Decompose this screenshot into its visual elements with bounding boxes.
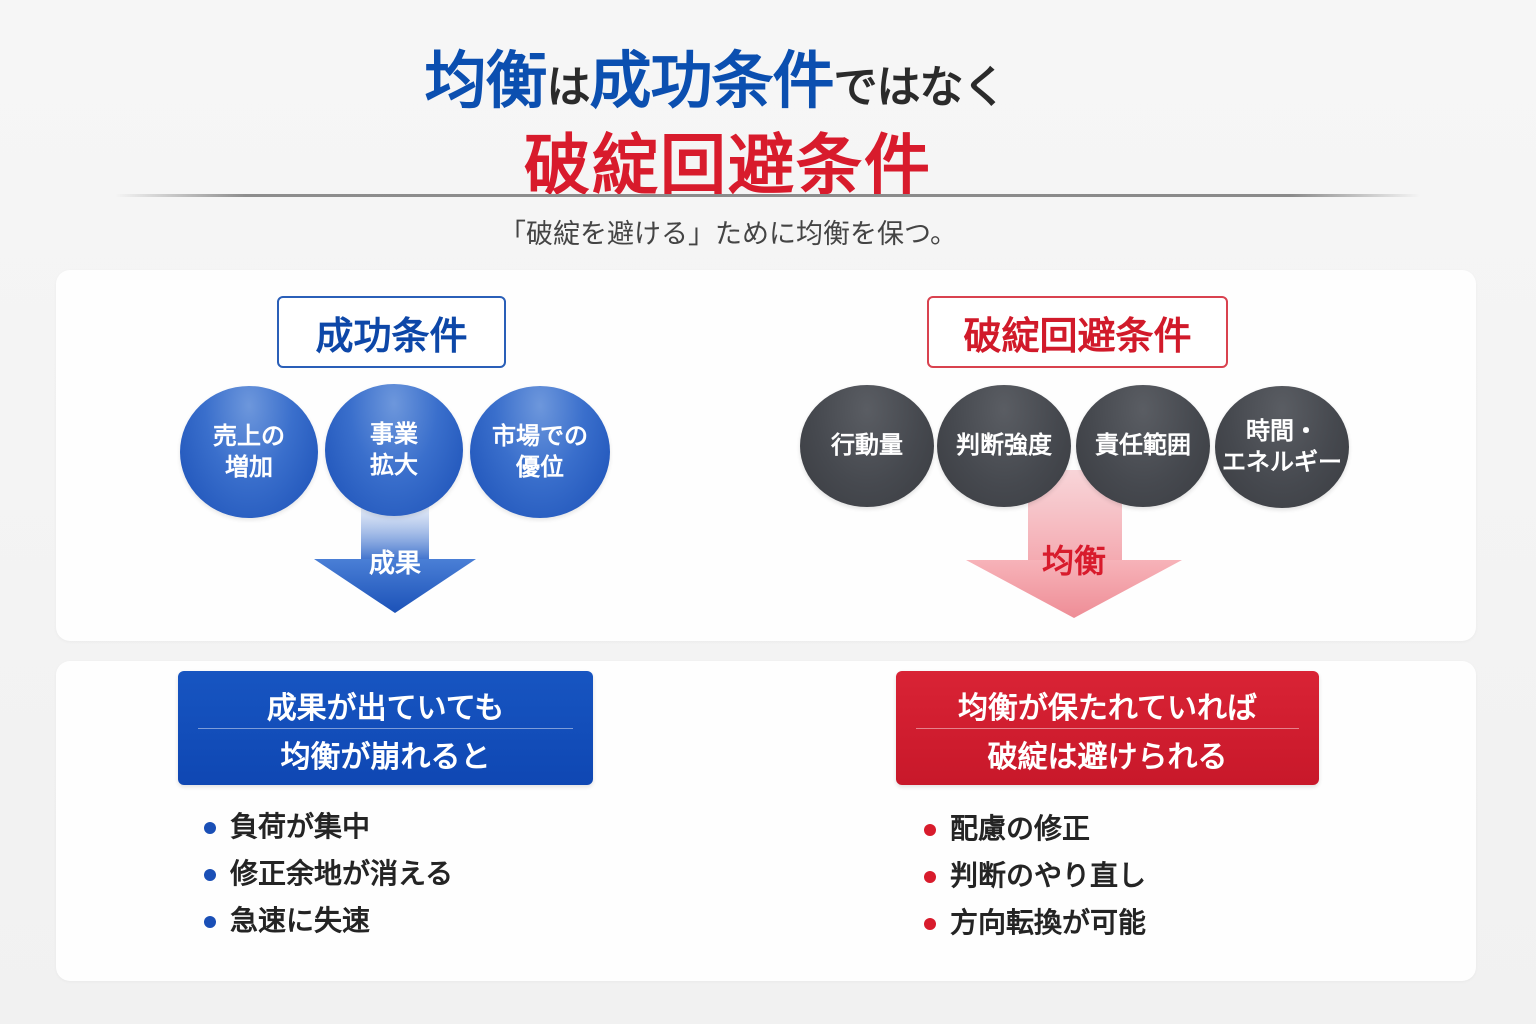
- callout-divider: [198, 728, 573, 729]
- success-condition-header: 成功条件: [277, 296, 506, 368]
- circle-sales-increase: 売上の増加: [180, 386, 318, 518]
- success-risk-list: 負荷が集中 修正余地が消える 急速に失速: [204, 803, 453, 944]
- list-item: 急速に失速: [204, 897, 453, 944]
- title-part-wa: は: [546, 62, 591, 113]
- callout-line-1: 均衡が保たれていれば: [957, 691, 1258, 726]
- bullet-dot-icon: [204, 869, 216, 881]
- callout-divider: [916, 728, 1299, 729]
- bullet-dot-icon: [204, 916, 216, 928]
- arrow-label-results: 成果: [368, 549, 421, 579]
- callout-line-2: 均衡が崩れると: [280, 740, 491, 775]
- bullet-dot-icon: [924, 871, 936, 883]
- callout-line-1: 成果が出ていても: [266, 691, 505, 726]
- bullet-dot-icon: [924, 824, 936, 836]
- list-item: 負荷が集中: [204, 803, 453, 850]
- bullet-dot-icon: [924, 918, 936, 930]
- subtitle: 「破綻を避ける」ために均衡を保つ。: [499, 219, 957, 250]
- failure-avoidance-header: 破綻回避条件: [927, 296, 1228, 368]
- circle-market-advantage: 市場での優位: [470, 386, 610, 518]
- balance-benefit-list: 配慮の修正 判断のやり直し 方向転換が可能: [924, 805, 1146, 946]
- circle-business-expansion: 事業拡大: [325, 384, 463, 516]
- circle-responsibility-scope: 責任範囲: [1076, 385, 1210, 507]
- callout-line-2: 破綻は避けられる: [987, 740, 1228, 775]
- title-part-success-condition: 成功条件: [589, 44, 835, 117]
- title-line-1: 均衡は成功条件ではなく: [0, 30, 1430, 120]
- list-item: 配慮の修正: [924, 805, 1146, 852]
- bullet-dot-icon: [204, 822, 216, 834]
- title-divider: [115, 194, 1420, 197]
- arrow-label-balance: 均衡: [1041, 542, 1106, 580]
- list-item: 修正余地が消える: [204, 850, 453, 897]
- title-part-not: ではなく: [833, 62, 1007, 113]
- balance-benefit-callout: 均衡が保たれていれば 破綻は避けられる: [896, 671, 1319, 785]
- circle-judgment-intensity: 判断強度: [937, 385, 1071, 507]
- list-item: 方向転換が可能: [924, 899, 1146, 946]
- title-line-2: 破綻回避条件: [524, 127, 932, 204]
- circle-action-volume: 行動量: [800, 385, 934, 507]
- list-item: 判断のやり直し: [924, 852, 1146, 899]
- success-warning-callout: 成果が出ていても 均衡が崩れると: [178, 671, 593, 785]
- circle-time-energy: 時間・エネルギー: [1215, 386, 1349, 508]
- title-part-balance: 均衡: [424, 44, 547, 117]
